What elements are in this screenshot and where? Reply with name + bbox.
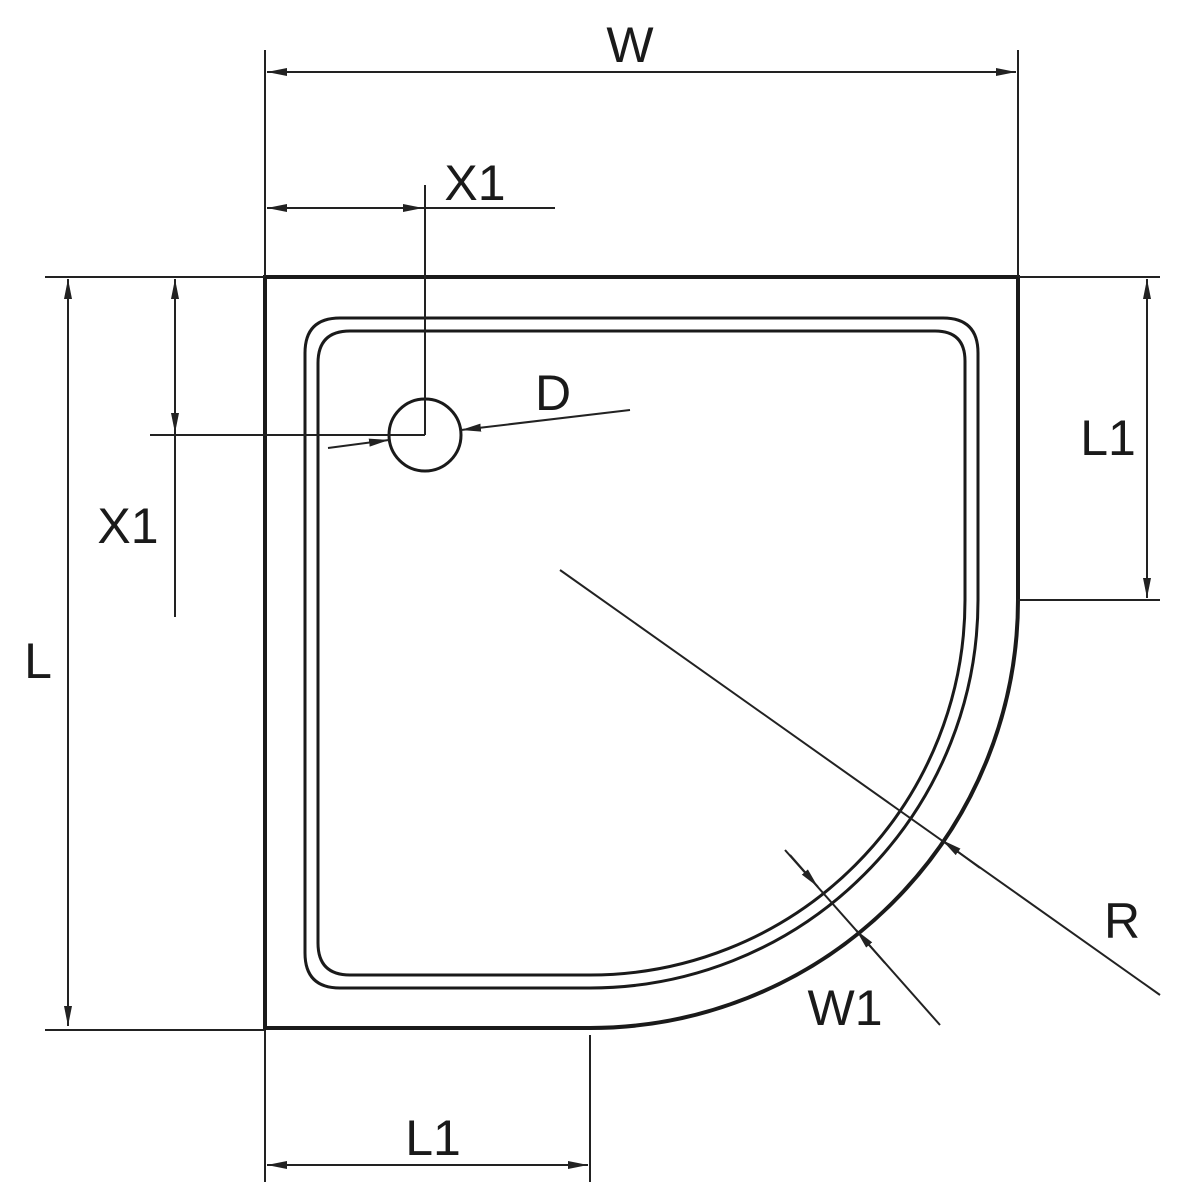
drain-offset-x-label: X1 — [444, 155, 505, 211]
radius-leader-line — [559, 569, 1161, 996]
straight-side-right-label: L1 — [1080, 410, 1136, 466]
rim-width-arrow — [855, 929, 886, 964]
radius-label: R — [1104, 893, 1140, 949]
straight-side-bottom-label: L1 — [405, 1110, 461, 1166]
length-label: L — [24, 633, 52, 689]
radius-arrow — [941, 839, 981, 869]
drain-offset-y-label: X1 — [97, 498, 158, 554]
width-label: W — [606, 17, 654, 73]
tray-outline — [263, 275, 1020, 1030]
drain-diameter-arrow — [327, 438, 390, 449]
drain-diameter-label: D — [535, 365, 571, 421]
rim-width-label: W1 — [808, 980, 883, 1036]
tray-rim-inner — [316, 329, 967, 977]
rim-width-arrow — [789, 854, 819, 888]
tray-rim-outer — [303, 316, 980, 990]
drain-diameter-arrow — [460, 409, 631, 432]
